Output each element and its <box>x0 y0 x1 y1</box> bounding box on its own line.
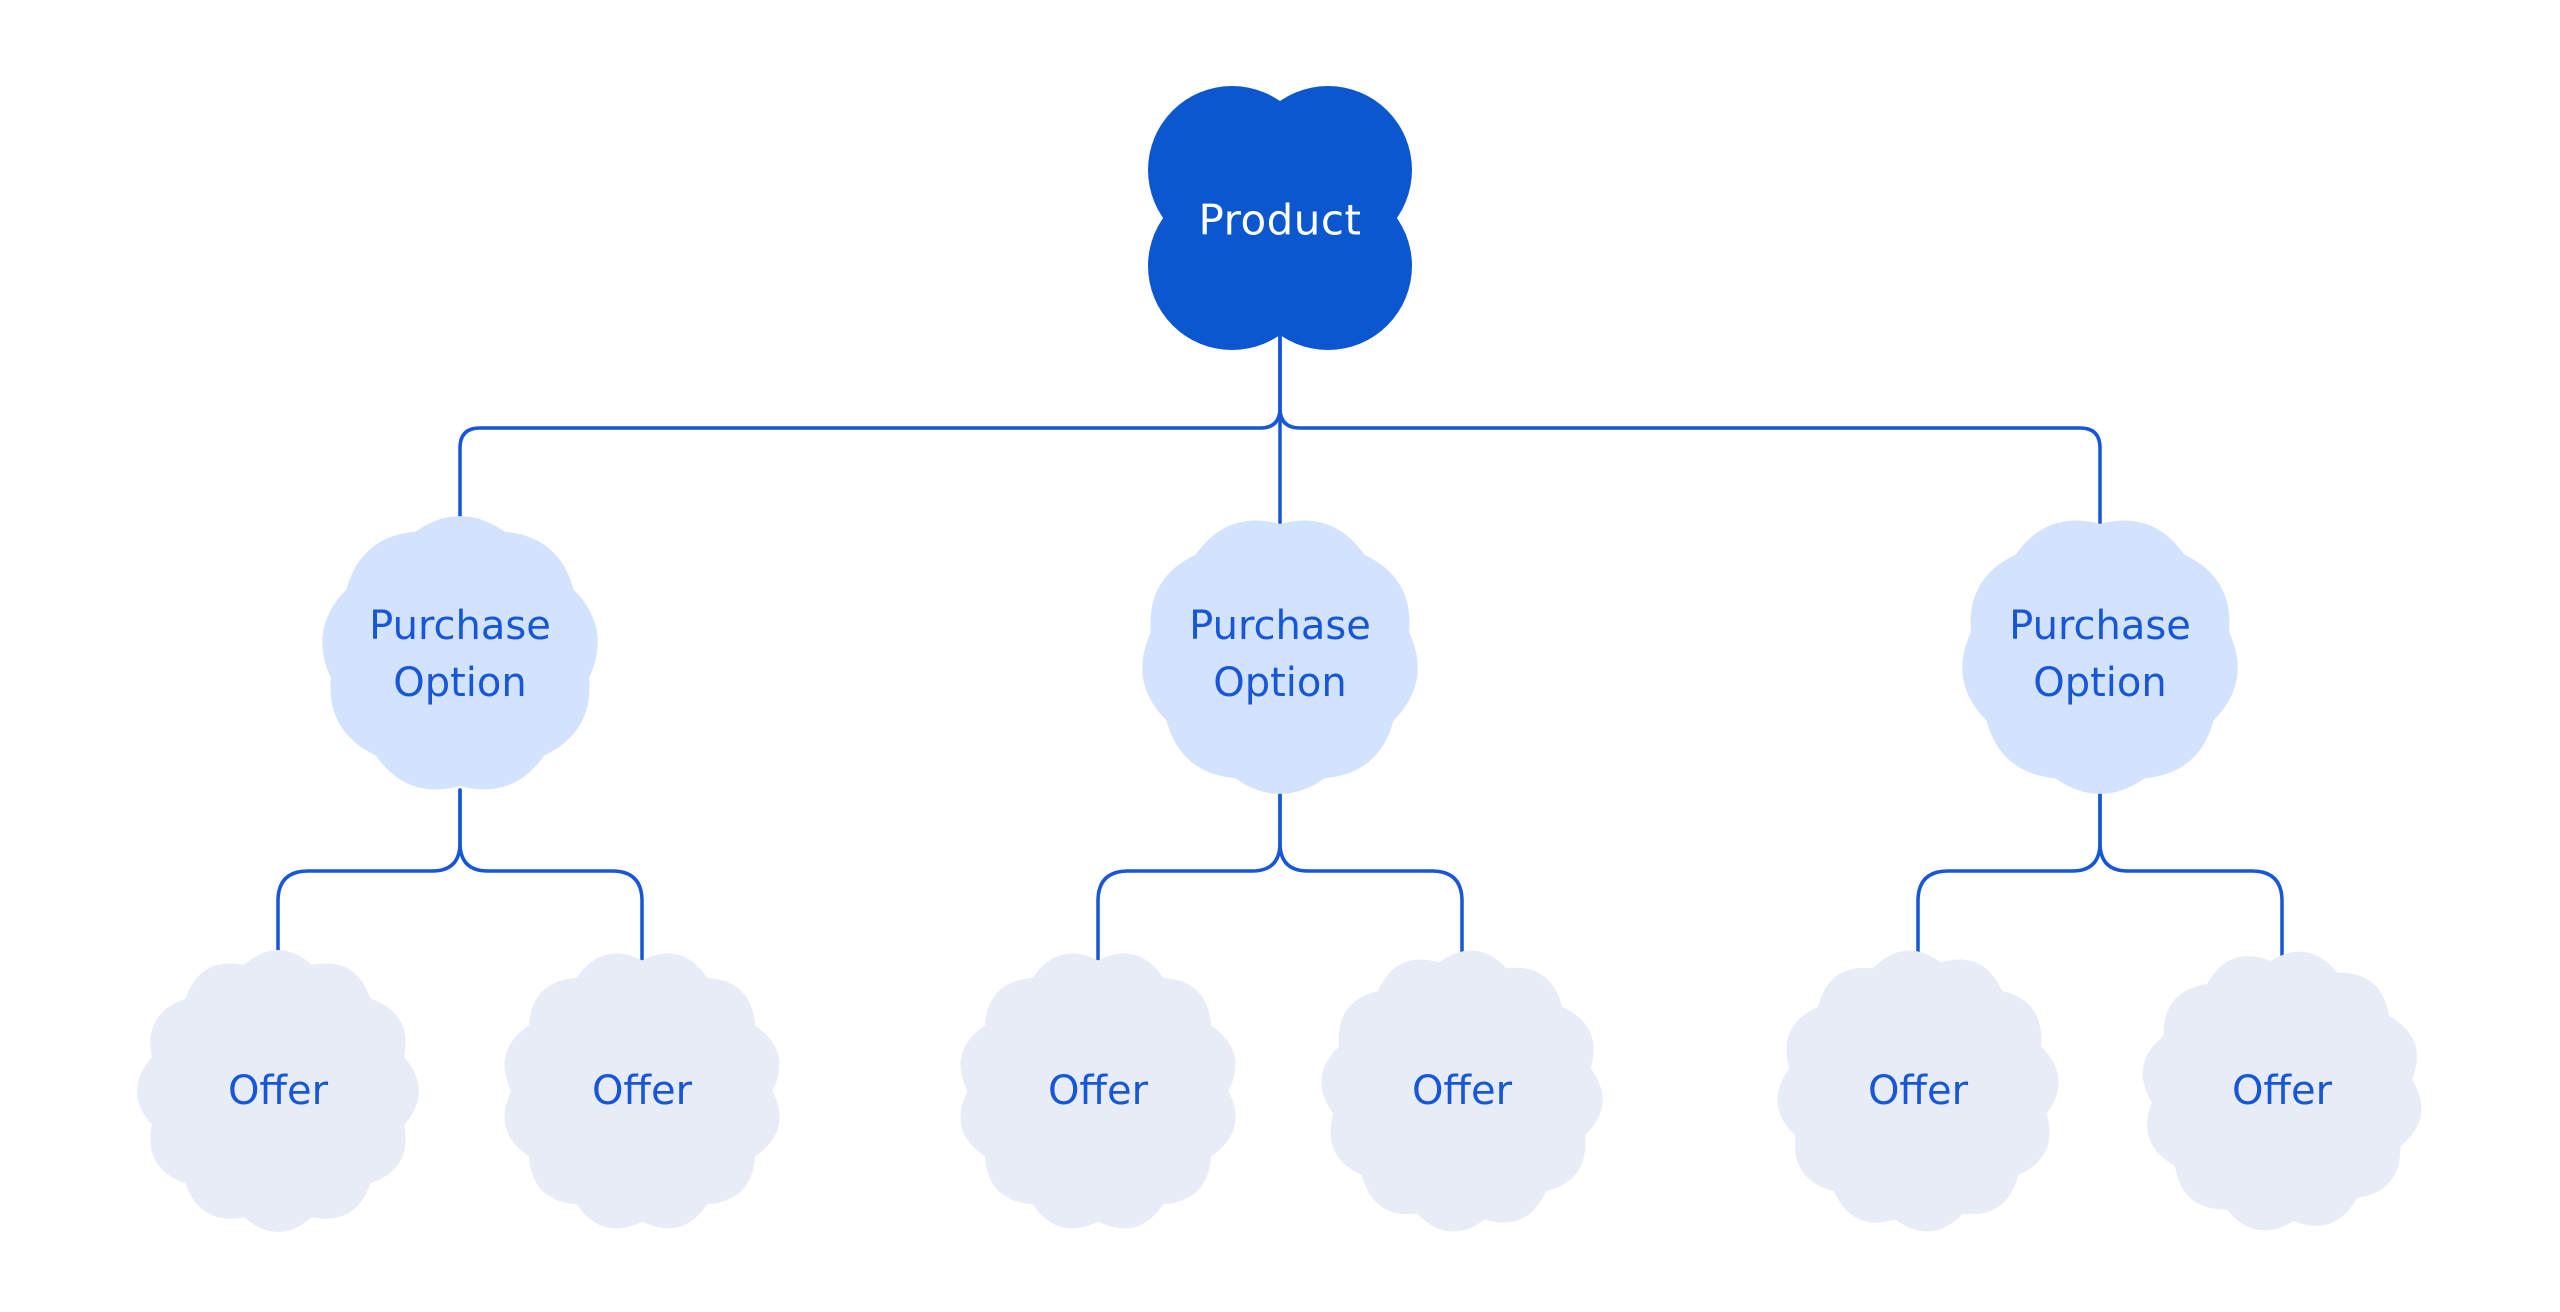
offer-node-2 <box>504 953 780 1229</box>
connector-option-1-to-offer-2 <box>458 788 644 962</box>
offer-node-5 <box>1777 950 2059 1232</box>
connector-product-to-option-1 <box>458 333 1282 532</box>
connectors-level-2 <box>276 788 2284 962</box>
product-node <box>1148 86 1412 350</box>
offer-node-1 <box>137 950 419 1232</box>
connector-option-1-to-offer-1 <box>276 788 462 962</box>
offer-node-3 <box>960 953 1236 1229</box>
purchase-option-node-1 <box>322 516 598 790</box>
connector-option-3-to-offer-6 <box>2098 788 2284 962</box>
purchase-option-node-3 <box>1962 520 2238 794</box>
connectors-level-1 <box>458 333 2102 532</box>
product-node-shape <box>1148 86 1412 350</box>
offer-node-4 <box>1321 950 1603 1232</box>
purchase-option-node-2 <box>1142 520 1418 794</box>
connector-product-to-option-3 <box>1278 333 2102 532</box>
connector-option-2-to-offer-4 <box>1278 788 1464 962</box>
offer-node-6 <box>2142 951 2422 1231</box>
connector-option-3-to-offer-5 <box>1916 788 2102 962</box>
connector-option-2-to-offer-3 <box>1096 788 1282 962</box>
